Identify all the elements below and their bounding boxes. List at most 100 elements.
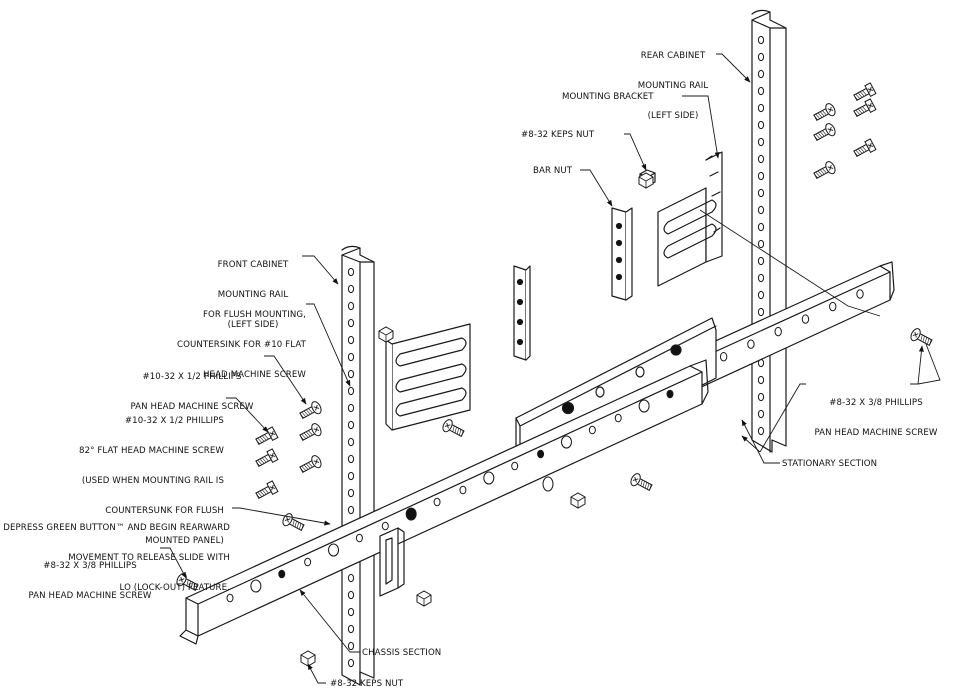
front-rail-label-line: FRONT CABINET: [217, 260, 289, 270]
pan-screw-8-right-label-line: #8-32 X 3/8 PHILLIPS: [829, 398, 923, 408]
rail-hole: [638, 399, 650, 413]
washer-icon: [542, 476, 554, 492]
rail-hole: [347, 386, 355, 396]
leader-arrow-icon: [682, 95, 720, 159]
rail-hole: [347, 301, 355, 311]
leader-arrow-icon: [226, 397, 269, 433]
rail-hole: [757, 239, 765, 249]
rail-hole: [347, 607, 355, 617]
leader-lines: [160, 53, 941, 684]
rail-hole: [347, 471, 355, 481]
rail-hole: [347, 352, 355, 362]
flat-head-screw-icon: [255, 480, 279, 499]
rail-hole: [347, 335, 355, 345]
flat-head-screw-icon: [255, 448, 279, 467]
pan-screw-10-label-line: #10-32 X 1/2 PHILLIPS: [142, 372, 242, 382]
rail-hole: [355, 533, 363, 543]
leader-arrow-icon: [624, 133, 647, 171]
pan-head-screw-icon: [299, 423, 322, 441]
rail-hole: [757, 205, 765, 215]
rail-hole: [829, 301, 837, 312]
leader-arrow-icon: [302, 255, 339, 285]
pan-head-screw-icon: [813, 103, 836, 121]
pan-head-screw-icon: [813, 123, 836, 141]
depress-button-label-line: MOVEMENT TO RELEASE SLIDE WITH: [68, 553, 230, 563]
rail-hole: [757, 273, 765, 283]
front-rail-label-line: MOUNTING RAIL: [217, 290, 289, 300]
rail-hole: [304, 557, 312, 567]
rail-hole: [347, 403, 355, 413]
hex-nut-icon: [300, 650, 316, 667]
stationary-section-label: STATIONARY SECTION: [782, 459, 878, 469]
leader-arrow-icon: [160, 547, 187, 579]
rail-hole: [347, 369, 355, 379]
rear-rail-label: REAR CABINET MOUNTING RAIL (LEFT SIDE): [628, 31, 718, 131]
leader-arrow-icon: [306, 303, 351, 387]
rear-rail-label-line: MOUNTING RAIL: [637, 81, 709, 91]
leader-arrow-icon: [299, 589, 360, 653]
front-rail-label-line: (LEFT SIDE): [227, 320, 279, 330]
rail-hole: [588, 425, 596, 435]
rail-hole: [560, 435, 572, 449]
hex-nut-icon: [416, 590, 432, 607]
flush-mount-label: FOR FLUSH MOUNTING, COUNTERSINK FOR #10 …: [130, 290, 306, 390]
rail-hole: [250, 579, 262, 593]
rail-hole: [347, 505, 355, 515]
pan-head-screw-icon: [299, 401, 322, 419]
flush-mount-label-line: HEAD MACHINE SCREW: [202, 370, 306, 380]
rail-hole: [347, 590, 355, 600]
rail-hole: [757, 392, 765, 402]
rail-hole: [757, 69, 765, 79]
leader-arrow-icon: [759, 383, 806, 453]
flat-screw-10-label-line: 82° FLAT HEAD MACHINE SCREW: [79, 446, 224, 456]
rail-hole: [405, 507, 417, 521]
flat-screw-10-label-line: COUNTERSUNK FOR FLUSH: [105, 506, 224, 516]
flat-head-screw-icon: [853, 98, 877, 117]
rail-hole: [757, 307, 765, 317]
pan-screw-8-left-label-line: PAN HEAD MACHINE SCREW: [28, 591, 152, 601]
rail-hole: [801, 314, 810, 324]
chassis-section: [179, 359, 709, 645]
rail-hole: [757, 154, 765, 164]
rail-hole: [614, 413, 622, 423]
keps-nut-bottom-label: #8-32 KEPS NUT: [330, 679, 404, 689]
chassis-holes: [226, 389, 674, 603]
rail-hole: [347, 641, 355, 651]
leader-arrow-icon: [232, 507, 331, 526]
rail-hole: [347, 573, 355, 583]
rail-hole: [757, 188, 765, 198]
pan-screw-8-left-label: #8-32 X 3/8 PHILLIPS PAN HEAD MACHINE SC…: [20, 541, 160, 611]
leader-arrow-icon: [741, 419, 780, 464]
rail-hole: [747, 339, 755, 349]
flat-screw-10-label-line: MOUNTED PANEL): [145, 536, 224, 546]
front-rail-holes: [347, 267, 355, 668]
pan-head-screw-icon: [442, 419, 465, 437]
rail-hole: [347, 284, 355, 294]
leader-arrow-icon: [307, 663, 326, 684]
depress-button-label: DEPRESS GREEN BUTTON™ AND BEGIN REARWARD…: [0, 503, 230, 603]
pan-head-screw-icon: [282, 513, 305, 531]
rail-hole: [347, 488, 355, 498]
rail-hole: [433, 497, 441, 507]
rail-hole: [347, 624, 355, 634]
rear-rail-label-line: REAR CABINET: [640, 51, 706, 61]
rail-hole: [381, 521, 389, 531]
rail-hole: [347, 318, 355, 328]
rail-hole: [757, 35, 765, 45]
bar-nut-rear: [611, 207, 633, 301]
leader-arrow-icon: [699, 209, 881, 317]
chassis-section-label: CHASSIS SECTION: [362, 648, 442, 658]
pan-head-screw-icon: [299, 455, 322, 473]
depress-button-label-line: LO (LOCK-OUT) FEATURE.: [119, 583, 230, 593]
rail-hole: [347, 420, 355, 430]
rail-hole: [757, 103, 765, 113]
flush-mount-label-line: COUNTERSINK FOR #10 FLAT: [177, 340, 306, 350]
flat-screw-10-label-line: #10-32 X 1/2 PHILLIPS: [124, 416, 224, 426]
leader-arrow-icon: [917, 343, 941, 385]
flush-mount-label-line: FOR FLUSH MOUNTING,: [202, 310, 306, 320]
pan-screw-8-left-label-line: #8-32 X 3/8 PHILLIPS: [43, 561, 137, 571]
rail-hole: [757, 120, 765, 130]
bar-nut-front: [513, 265, 531, 361]
rail-hole: [757, 290, 765, 300]
